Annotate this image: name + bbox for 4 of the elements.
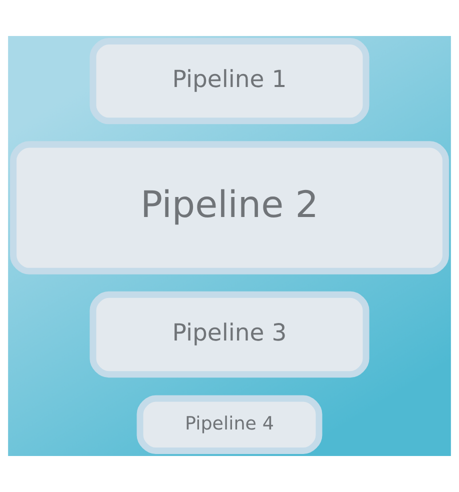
node-box: Pipeline 3 (90, 291, 370, 378)
node-box: Pipeline 2 (10, 141, 449, 274)
node-box: Pipeline 4 (136, 395, 322, 454)
node-box: Pipeline 1 (90, 38, 370, 124)
